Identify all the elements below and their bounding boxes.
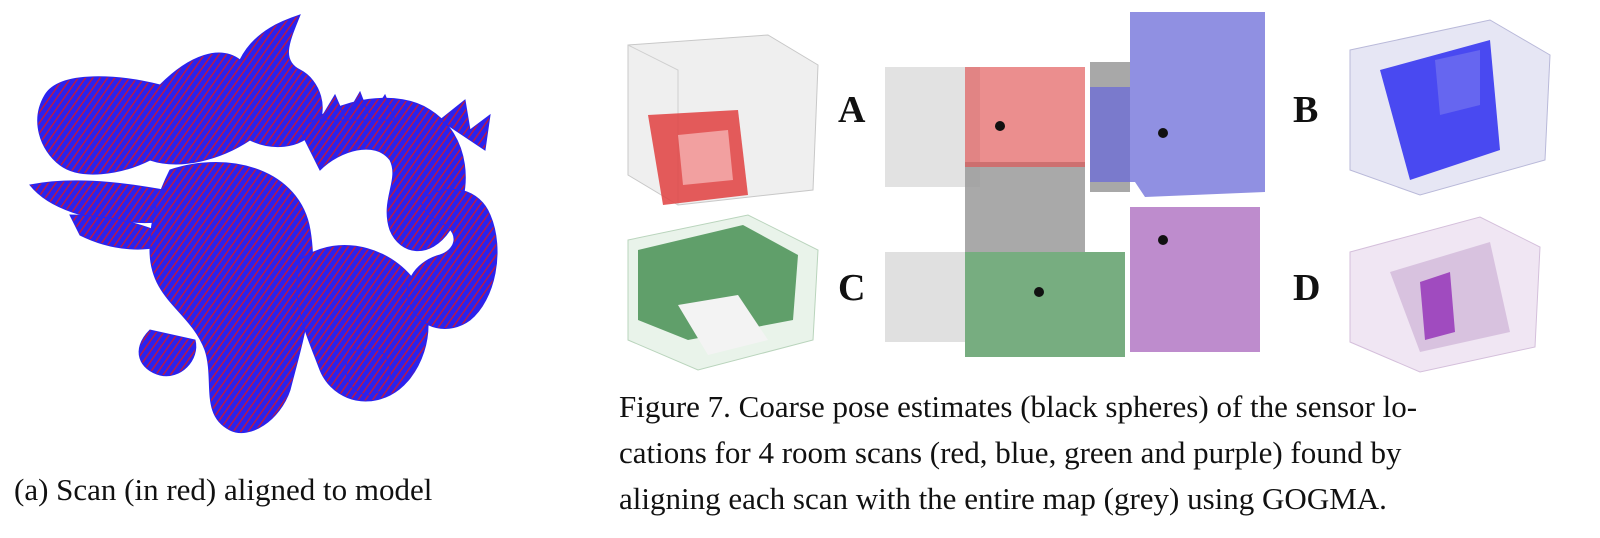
panel-b-scan [1349, 19, 1551, 196]
panel-label-a: A [838, 89, 866, 131]
caption-line: Figure 7. Coarse pose estimates (black s… [619, 389, 1418, 424]
panel-label-d: D [1293, 267, 1321, 309]
map-point-cloud [885, 12, 1265, 357]
panel-label-b: B [1293, 89, 1319, 131]
figure-7-caption: Figure 7. Coarse pose estimates (black s… [619, 384, 1569, 522]
panel-a-scan [627, 34, 819, 206]
panel-c-scan [627, 214, 819, 371]
dragon-point-cloud [29, 14, 498, 434]
panel-label-c: C [838, 267, 866, 309]
left-figure-caption: (a) Scan (in red) aligned to model [14, 472, 433, 507]
caption-line: cations for 4 room scans (red, blue, gre… [619, 435, 1402, 470]
caption-line: aligning each scan with the entire map (… [619, 481, 1387, 516]
panel-d-scan [1349, 216, 1541, 373]
